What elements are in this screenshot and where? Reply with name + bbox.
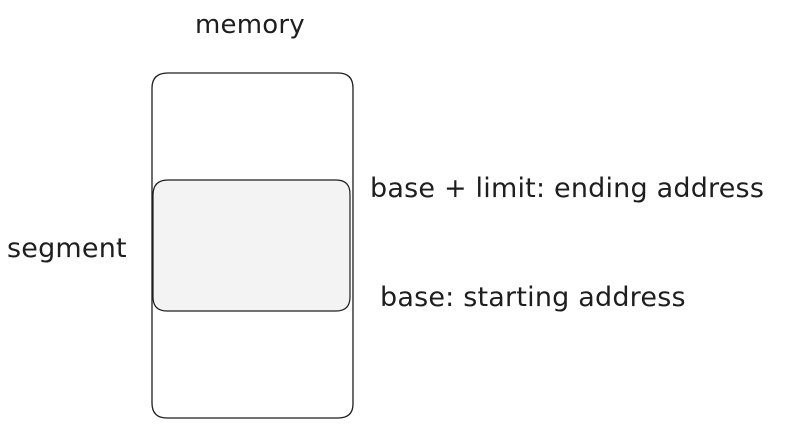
ending-address-label: base + limit: ending address bbox=[370, 173, 765, 204]
memory-title: memory bbox=[195, 10, 305, 40]
memory-block bbox=[151, 72, 354, 419]
starting-address-label: base: starting address bbox=[380, 282, 686, 313]
segment-label: segment bbox=[7, 233, 127, 264]
segment-region bbox=[152, 179, 351, 312]
